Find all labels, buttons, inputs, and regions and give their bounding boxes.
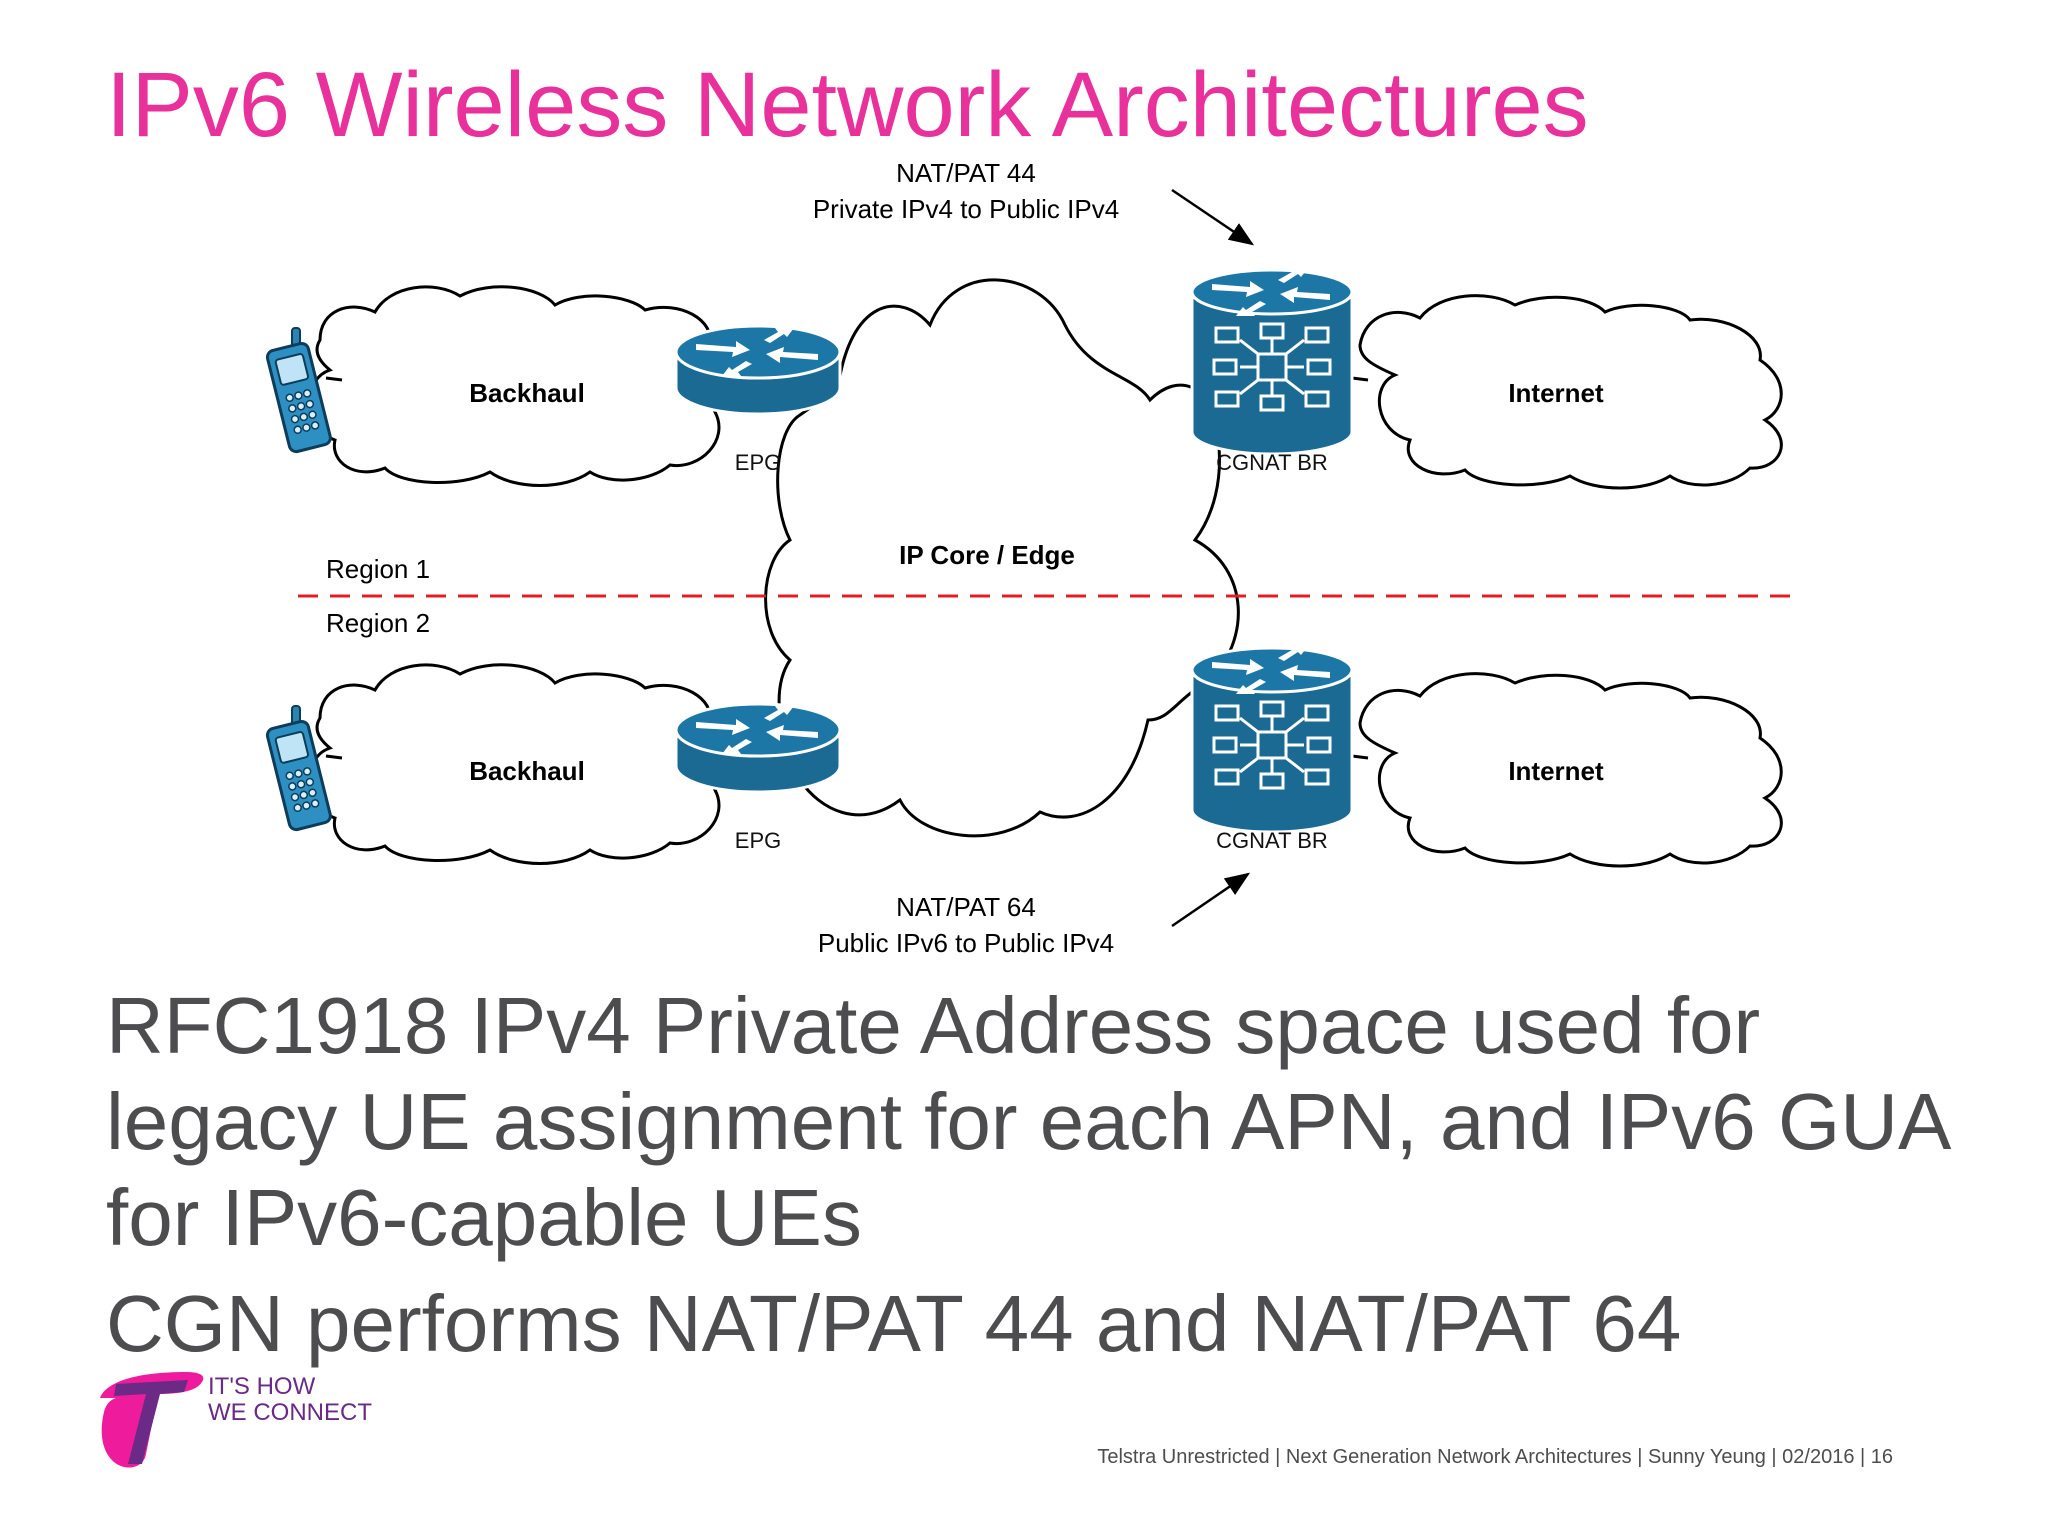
ip-core-cloud — [764, 278, 1240, 838]
nat44-label: NAT/PAT 44 — [896, 158, 1036, 188]
body-paragraph-2: CGN performs NAT/PAT 44 and NAT/PAT 64 — [106, 1279, 1682, 1368]
internet-label-top: Internet — [1508, 378, 1604, 408]
internet-cloud-bottom — [1358, 672, 1783, 868]
body-paragraph-1: RFC1918 IPv4 Private Address space used … — [106, 981, 1947, 1262]
slide-title: IPv6 Wireless Network Architectures — [106, 54, 1589, 156]
logo-tagline-line1: IT'S HOW — [208, 1373, 316, 1400]
ip-core-label: IP Core / Edge — [899, 540, 1075, 570]
cgnat-label-bottom: CGNAT BR — [1216, 828, 1328, 853]
nat64-arrow — [1171, 872, 1251, 928]
body-text: RFC1918 IPv4 Private Address space used … — [106, 978, 1986, 1372]
nat64-description: Public IPv6 to Public IPv4 — [818, 928, 1114, 958]
epg-label-top: EPG — [735, 450, 781, 475]
nat44-description: Private IPv4 to Public IPv4 — [813, 194, 1119, 224]
epg-label-bottom: EPG — [735, 828, 781, 853]
telstra-logo: IT'S HOW WE CONNECT — [100, 1372, 372, 1468]
internet-cloud-top — [1358, 294, 1783, 490]
telstra-t-icon — [100, 1372, 204, 1468]
network-diagram: Backhaul Backhaul Internet Internet IP C… — [264, 158, 1790, 958]
footer-text: Telstra Unrestricted | Next Generation N… — [1097, 1446, 1893, 1468]
nat44-arrow — [1171, 188, 1255, 246]
backhaul-cloud-bottom — [308, 663, 733, 865]
cgnat-router-icon-bottom — [1190, 644, 1354, 834]
cgnat-label-top: CGNAT BR — [1216, 450, 1328, 475]
cgnat-router-icon-top — [1190, 266, 1354, 456]
region-2-label: Region 2 — [326, 608, 430, 638]
epg-router-icon-bottom — [674, 702, 842, 794]
backhaul-label-bottom: Backhaul — [469, 756, 585, 786]
backhaul-label-top: Backhaul — [469, 378, 585, 408]
nat64-label: NAT/PAT 64 — [896, 892, 1036, 922]
backhaul-cloud-top — [308, 285, 733, 487]
internet-label-bottom: Internet — [1508, 756, 1604, 786]
region-1-label: Region 1 — [326, 554, 430, 584]
logo-tagline-line2: WE CONNECT — [208, 1399, 372, 1426]
epg-router-icon-top — [674, 324, 842, 416]
